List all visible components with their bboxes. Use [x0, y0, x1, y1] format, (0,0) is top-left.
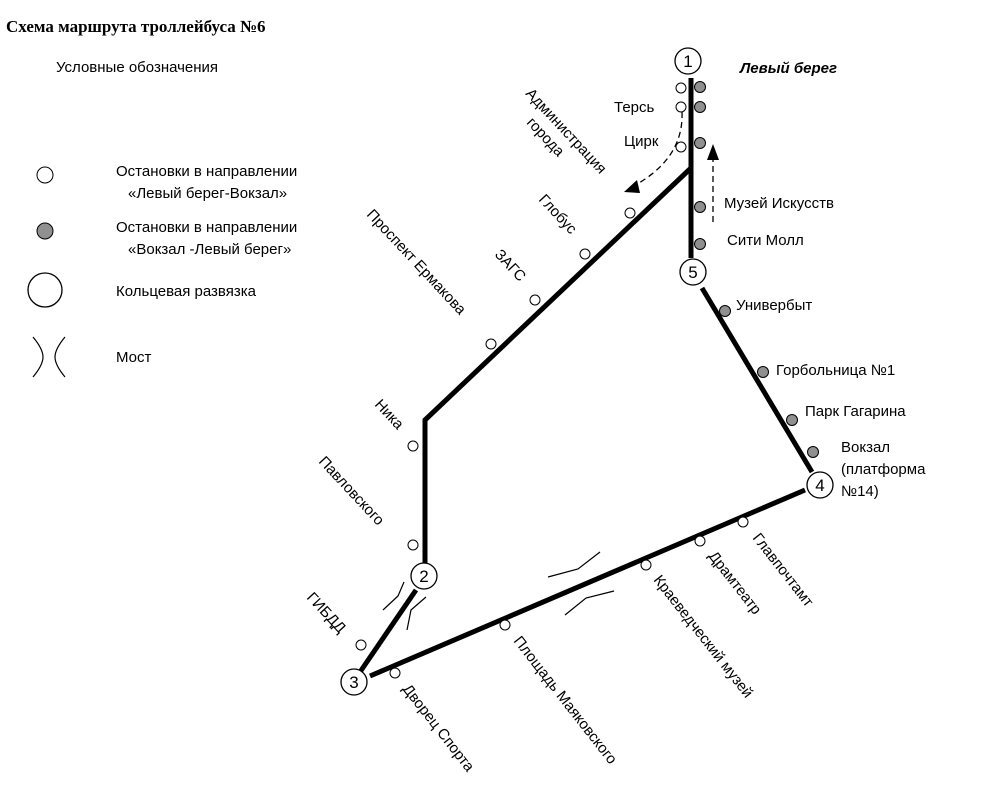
stop-white	[675, 101, 687, 113]
stop-grey	[807, 446, 819, 458]
white-stops	[355, 82, 749, 679]
stop-white	[407, 539, 419, 551]
route-segment-5-4	[699, 286, 815, 474]
diagram-title: Схема маршрута троллейбуса №6	[6, 17, 266, 36]
ring-5: 5	[679, 258, 707, 286]
stop-label-siti-moll: Сити Молл	[727, 232, 804, 249]
stop-label-tsirk: Цирк	[624, 133, 659, 150]
legend-ring-label: Кольцевая развязка	[116, 283, 257, 300]
stop-label-globus: Глобус	[535, 191, 580, 238]
stop-white	[485, 338, 497, 350]
stop-label-vokzal-1: Вокзал	[841, 439, 890, 456]
stop-white	[624, 207, 636, 219]
stop-label-vokzal-2: (платформа	[841, 461, 926, 478]
stop-label-dvorets: Дворец Спорта	[399, 681, 478, 776]
stop-white	[675, 141, 687, 153]
arrow-head-icon	[707, 144, 719, 160]
direction-arrows	[624, 111, 719, 222]
stop-label-univerbyt: Универбыт	[736, 297, 812, 314]
legend: Условные обозначения Остановки в направл…	[27, 59, 297, 378]
direction-arrow-left	[629, 111, 683, 189]
stop-label-pavlovskogo: Павловского	[315, 453, 387, 529]
ring-3-number: 3	[349, 673, 358, 692]
legend-white-stop-icon	[36, 166, 54, 184]
bridge-icon	[382, 581, 405, 611]
legend-heading: Условные обозначения	[56, 59, 218, 76]
stop-grey	[694, 81, 706, 93]
stop-grey	[694, 137, 706, 149]
stop-label-nika: Ника	[371, 396, 407, 433]
ring-5-number: 5	[688, 263, 697, 282]
ring-3: 3	[340, 668, 368, 696]
stop-white	[640, 559, 652, 571]
stop-label-muzei-isk: Музей Искусств	[724, 195, 834, 212]
stop-grey	[757, 366, 769, 378]
ring-1-number: 1	[683, 52, 692, 71]
stop-label-gorbolnitsa: Горбольница №1	[776, 362, 895, 379]
ring-1: 1	[674, 47, 702, 75]
route-lines	[357, 78, 815, 679]
stop-white	[579, 248, 591, 260]
bridge-icon	[547, 551, 601, 578]
stop-label-mayakovskogo: Площадь Маяковского	[510, 633, 620, 768]
stop-white	[499, 619, 511, 631]
legend-grey-stop-line2: «Вокзал -Левый берег»	[128, 241, 291, 258]
stop-white	[675, 82, 687, 94]
ring-4: 4	[806, 471, 834, 499]
stop-white	[407, 440, 419, 452]
bridge-marks	[382, 551, 615, 631]
stop-label-park: Парк Гагарина	[805, 403, 906, 420]
stop-white	[529, 294, 541, 306]
stop-white	[389, 667, 401, 679]
stop-label-gibdd: ГИБДД	[303, 589, 349, 636]
stop-white	[694, 535, 706, 547]
stop-label-ters: Терсь	[614, 99, 655, 116]
stop-white	[737, 516, 749, 528]
legend-white-stop-line1: Остановки в направлении	[116, 163, 297, 180]
stop-grey	[694, 101, 706, 113]
stop-label-glavpochtamt: Главпочтамт	[749, 530, 817, 610]
legend-grey-stop-line1: Остановки в направлении	[116, 219, 297, 236]
grey-stops	[694, 81, 819, 458]
stop-label-ermakova: Проспект Ермакова	[363, 206, 470, 319]
stop-grey	[719, 305, 731, 317]
stop-grey	[694, 238, 706, 250]
route-segment-2-3	[357, 588, 419, 674]
stop-label-dramteatr: Драмтеатр	[705, 548, 765, 618]
bridge-icon	[406, 596, 427, 631]
bank-label: Левый берег	[739, 60, 837, 77]
route-segment-3-4	[369, 487, 806, 679]
legend-ring-icon	[27, 272, 63, 308]
arrow-head-icon	[624, 180, 640, 193]
bridge-icon	[564, 590, 615, 616]
stop-white	[355, 639, 367, 651]
stop-label-zags: ЗАГС	[491, 246, 529, 285]
legend-grey-stop-icon	[36, 222, 54, 240]
legend-bridge-icon	[32, 336, 66, 378]
legend-bridge-label: Мост	[116, 349, 152, 366]
stop-grey	[694, 201, 706, 213]
stop-label-vokzal-3: №14)	[841, 483, 879, 500]
ring-4-number: 4	[815, 476, 824, 495]
stop-grey	[786, 414, 798, 426]
ring-2: 2	[410, 562, 438, 590]
legend-white-stop-line2: «Левый берег-Вокзал»	[128, 185, 287, 202]
ring-2-number: 2	[419, 567, 428, 586]
roundabouts: 1 2 3 4 5	[340, 47, 834, 696]
route-segment-center-2	[422, 166, 693, 563]
